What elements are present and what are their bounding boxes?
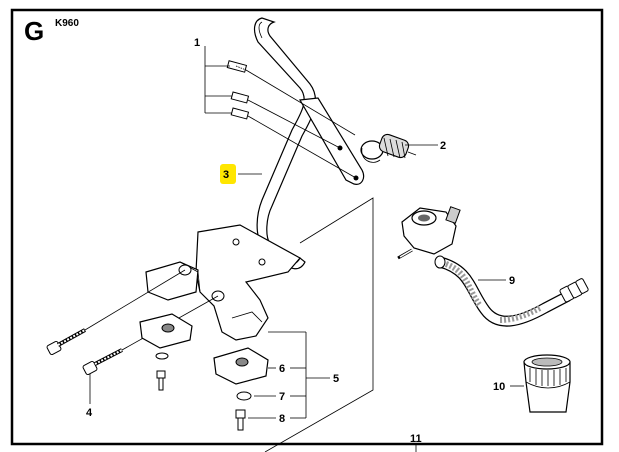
- screw-part: [156, 370, 246, 431]
- part-label-9[interactable]: 9: [509, 275, 515, 287]
- part-label-11[interactable]: 11: [410, 433, 422, 445]
- model-name: K960: [55, 18, 79, 29]
- section-letter: G: [24, 16, 44, 46]
- part-label-2[interactable]: 2: [440, 140, 446, 152]
- spring-clamp-part: [360, 133, 417, 163]
- part-label-6[interactable]: 6: [279, 363, 285, 375]
- handle-bracket-arm: [299, 97, 365, 185]
- part-label-10[interactable]: 10: [493, 381, 505, 393]
- leader-lines-5-8: [248, 331, 330, 419]
- part-label-1[interactable]: 1: [194, 37, 200, 49]
- front-handle-part: [253, 17, 316, 270]
- highlight-part-3: [220, 164, 236, 184]
- rubber-damper-part: [139, 313, 269, 385]
- part-label-7[interactable]: 7: [279, 391, 285, 403]
- diagram-frame: [10, 8, 604, 446]
- part-label-5[interactable]: 5: [333, 373, 339, 385]
- hose-coupling-part: [523, 354, 571, 413]
- part-label-8[interactable]: 8: [279, 413, 285, 425]
- subassembly-divider: [264, 197, 374, 452]
- water-hose-part: [397, 206, 589, 327]
- washer-part: [155, 352, 252, 401]
- screw-group-part: [204, 46, 357, 179]
- part-label-3[interactable]: 3: [223, 169, 229, 181]
- part-label-4[interactable]: 4: [86, 407, 93, 419]
